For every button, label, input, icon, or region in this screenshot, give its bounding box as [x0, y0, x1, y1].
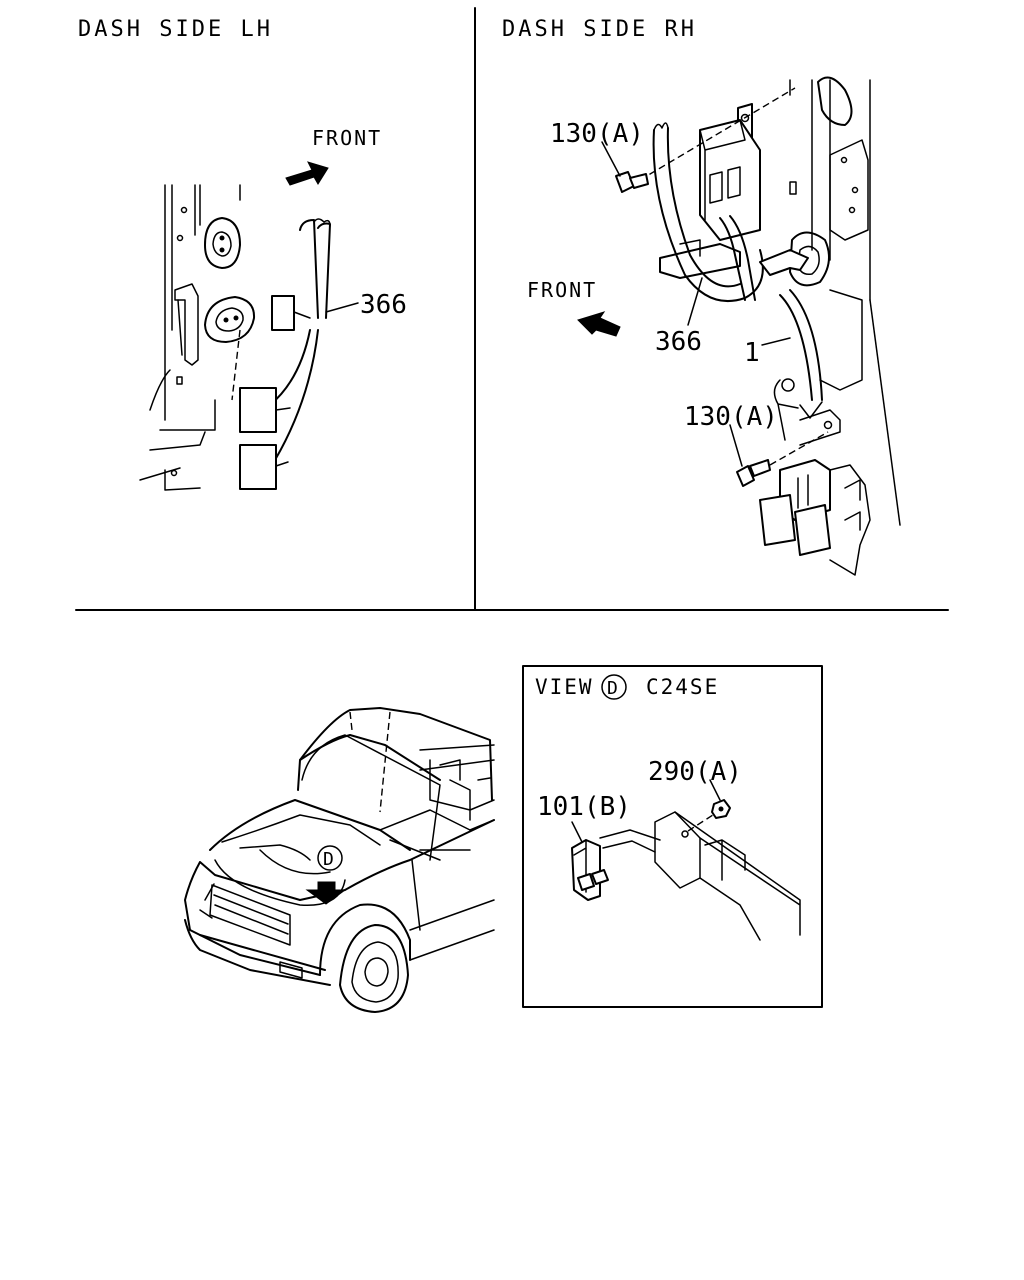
dash-panel-lh-drawing: [139, 184, 256, 491]
front-arrow-rh-icon: [577, 311, 621, 337]
callout-101b: 101(B): [537, 792, 631, 822]
view-d-prefix: VIEW: [535, 675, 594, 699]
callout-130a-lower-leader: [729, 424, 743, 467]
callout-1-rh: 1: [744, 338, 760, 368]
panel-title-rh: DASH SIDE RH: [502, 17, 697, 42]
view-d-suffix: C24SE: [646, 675, 719, 699]
callout-290a-leader: [709, 779, 721, 801]
callout-290a: 290(A): [648, 757, 742, 787]
front-label-rh: FRONT: [527, 278, 597, 302]
view-d-marker-vehicle-circle: [317, 845, 343, 871]
view-d-marker: D: [607, 678, 618, 699]
panel-title-lh: DASH SIDE LH: [78, 17, 273, 42]
frame-rail-drawing: [599, 811, 801, 941]
view-d-arrow-down-icon: [305, 881, 347, 905]
panel-dash-side-lh: DASH SIDE LH FRONT: [78, 17, 407, 491]
callout-1-rh-leader: [761, 337, 791, 346]
panel-dividers: [75, 7, 949, 611]
view-d-marker-circle: [601, 674, 627, 700]
callout-130a-upper: 130(A): [550, 119, 644, 149]
view-d-marker-vehicle: D: [323, 849, 334, 870]
panel-dash-side-rh: DASH SIDE RH FRONT: [502, 17, 901, 576]
dash-panel-rh-drawing: [759, 76, 901, 576]
harness-366-lh-drawing: [239, 218, 331, 490]
callout-101b-leader: [571, 821, 583, 843]
bolt-130a-upper-drawing: [615, 171, 649, 193]
callout-366-rh-leader: [687, 277, 703, 326]
relay-bracket-rh-drawing: [639, 87, 796, 279]
front-arrow-lh-icon: [285, 161, 329, 186]
nut-290a-drawing: [711, 799, 731, 819]
callout-130a-lower: 130(A): [684, 402, 778, 432]
callout-130a-upper-leader: [601, 141, 621, 177]
callout-366-rh: 366: [655, 327, 702, 357]
view-d-box: VIEW D C24SE 290(A) 101(B): [522, 665, 823, 1008]
vehicle-overview: D: [184, 707, 495, 1013]
bolt-130a-lower-drawing: [736, 431, 829, 487]
clip-101b-drawing: [571, 839, 609, 901]
callout-366-lh: 366: [360, 290, 407, 320]
harness-366-rh-drawing: [652, 122, 823, 419]
callout-366-lh-leader: [325, 302, 359, 313]
front-label-lh: FRONT: [312, 126, 382, 150]
